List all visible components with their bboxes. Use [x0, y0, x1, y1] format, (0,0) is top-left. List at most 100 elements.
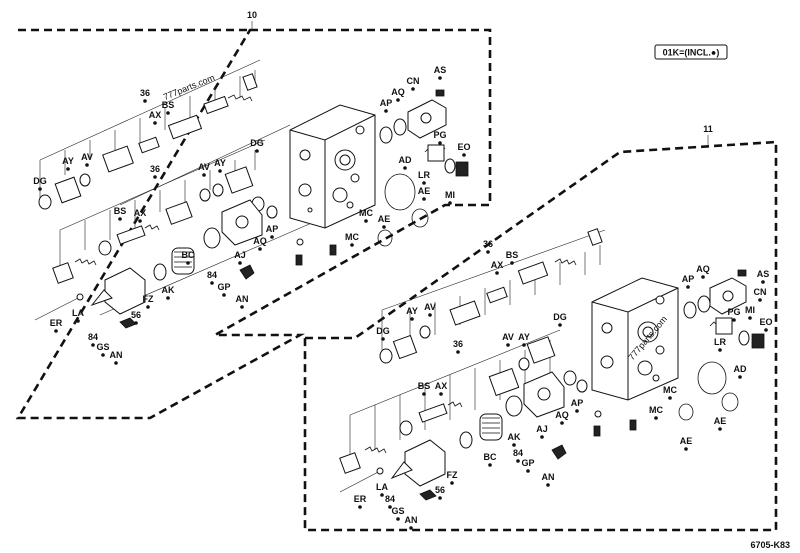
- label-er-dot: [54, 329, 58, 333]
- label-gs: GS: [391, 506, 404, 516]
- label-84-dot: [210, 281, 214, 285]
- upper-spool-parts: [38, 73, 258, 210]
- label-aq-dot: [396, 98, 400, 102]
- label-aj: AJ: [234, 250, 246, 260]
- label-av-dot: [428, 313, 432, 317]
- label-36-2: 36: [453, 339, 463, 349]
- label-aq-2: AQ: [253, 236, 267, 246]
- label-ad-dot: [738, 375, 742, 379]
- label-ap-2: AP: [266, 224, 279, 234]
- label-mc-dot: [668, 396, 672, 400]
- label-er: ER: [50, 318, 63, 328]
- label-dg-2: DG: [553, 312, 567, 322]
- upper-spool-parts-11: [379, 228, 603, 364]
- label-36-2-dot: [153, 175, 157, 179]
- label-ae-2: AE: [714, 416, 727, 426]
- cover-plate-10: [379, 89, 447, 144]
- label-av: AV: [424, 302, 436, 312]
- label-an-2-dot: [114, 361, 118, 365]
- label-56: 56: [435, 485, 445, 495]
- label-ay-2-dot: [218, 169, 222, 173]
- label-ay-dot: [66, 167, 70, 171]
- label-ay-2: AY: [518, 332, 530, 342]
- label-ap-2-dot: [270, 235, 274, 239]
- label-ae-2-dot: [718, 427, 722, 431]
- label-ax-2-dot: [138, 219, 142, 223]
- label-ak-dot: [512, 443, 516, 447]
- label-84-2: 84: [385, 494, 395, 504]
- label-mc: MC: [663, 385, 677, 395]
- label-av: AV: [81, 152, 93, 162]
- assembly-10-frame: [15, 28, 492, 420]
- label-ad: AD: [734, 364, 747, 374]
- label-fz-dot: [450, 481, 454, 485]
- label-pg-dot: [438, 141, 442, 145]
- label-dg-dot: [381, 337, 385, 341]
- label-ay: AY: [406, 306, 418, 316]
- label-ap-2-dot: [575, 409, 579, 413]
- label-mi: MI: [745, 305, 755, 315]
- label-ae-dot: [684, 447, 688, 451]
- label-dg: DG: [33, 176, 47, 186]
- assembly-11-number: 11: [703, 124, 713, 134]
- label-gp-dot: [526, 469, 530, 473]
- label-ae-2: AE: [378, 214, 391, 224]
- label-bc-dot: [488, 463, 492, 467]
- label-84-2-dot: [91, 343, 95, 347]
- label-bs-2: BS: [114, 206, 127, 216]
- assembly-11: 11: [303, 124, 778, 532]
- watermark: 777parts.com: [162, 72, 216, 102]
- label-84-2: 84: [88, 332, 98, 342]
- label-av-2: AV: [502, 332, 514, 342]
- label-84: 84: [513, 448, 523, 458]
- label-bs-2-dot: [422, 392, 426, 396]
- label-aq: AQ: [391, 87, 405, 97]
- label-mi: MI: [445, 190, 455, 200]
- label-ap: AP: [682, 274, 695, 284]
- label-lr: LR: [714, 337, 726, 347]
- label-ax-dot: [153, 121, 157, 125]
- label-ap-dot: [686, 285, 690, 289]
- label-lr-dot: [718, 348, 722, 352]
- leader-rake-upper: [39, 59, 291, 206]
- cover-plate-11: [683, 269, 747, 319]
- label-ae: AE: [418, 186, 431, 196]
- label-er: ER: [354, 494, 367, 504]
- label-bs-2-dot: [118, 217, 122, 221]
- end-cap-group-11: [339, 371, 637, 501]
- label-ak-dot: [166, 296, 170, 300]
- label-cn: CN: [407, 76, 420, 86]
- label-la: LA: [72, 308, 84, 318]
- label-an-2: AN: [405, 515, 418, 525]
- assembly-11-frame: [303, 140, 778, 532]
- label-mc-2-dot: [654, 416, 658, 420]
- label-er-dot: [358, 505, 362, 509]
- label-ap: AP: [380, 98, 393, 108]
- label-aq-2: AQ: [555, 410, 569, 420]
- label-pg-dot: [732, 318, 736, 322]
- label-56: 56: [131, 310, 141, 320]
- lower-spool-parts: [52, 166, 278, 284]
- label-pg: PG: [727, 307, 740, 317]
- label-bc-dot: [186, 261, 190, 265]
- label-as: AS: [434, 65, 447, 75]
- label-dg-2: DG: [250, 138, 264, 148]
- label-aq-dot: [701, 275, 705, 279]
- leader-rake-upper-11: [381, 229, 606, 355]
- label-an-dot: [240, 305, 244, 309]
- label-lr-dot: [422, 181, 426, 185]
- label-mi-dot: [448, 201, 452, 205]
- assembly-10-labels: DG AY AV 36 BS AX AP AQ CN AS PG EO LR M…: [33, 65, 471, 365]
- label-bs: BS: [506, 250, 519, 260]
- label-fz-dot: [146, 305, 150, 309]
- label-as: AS: [757, 269, 770, 279]
- label-ay-2: AY: [214, 158, 226, 168]
- label-bs-dot: [166, 111, 170, 115]
- label-la: LA: [376, 482, 388, 492]
- label-an-2-dot: [409, 526, 413, 530]
- label-gs-dot: [101, 353, 105, 357]
- label-mc-2: MC: [649, 405, 663, 415]
- label-ad-dot: [403, 166, 407, 170]
- label-eo-dot: [764, 328, 768, 332]
